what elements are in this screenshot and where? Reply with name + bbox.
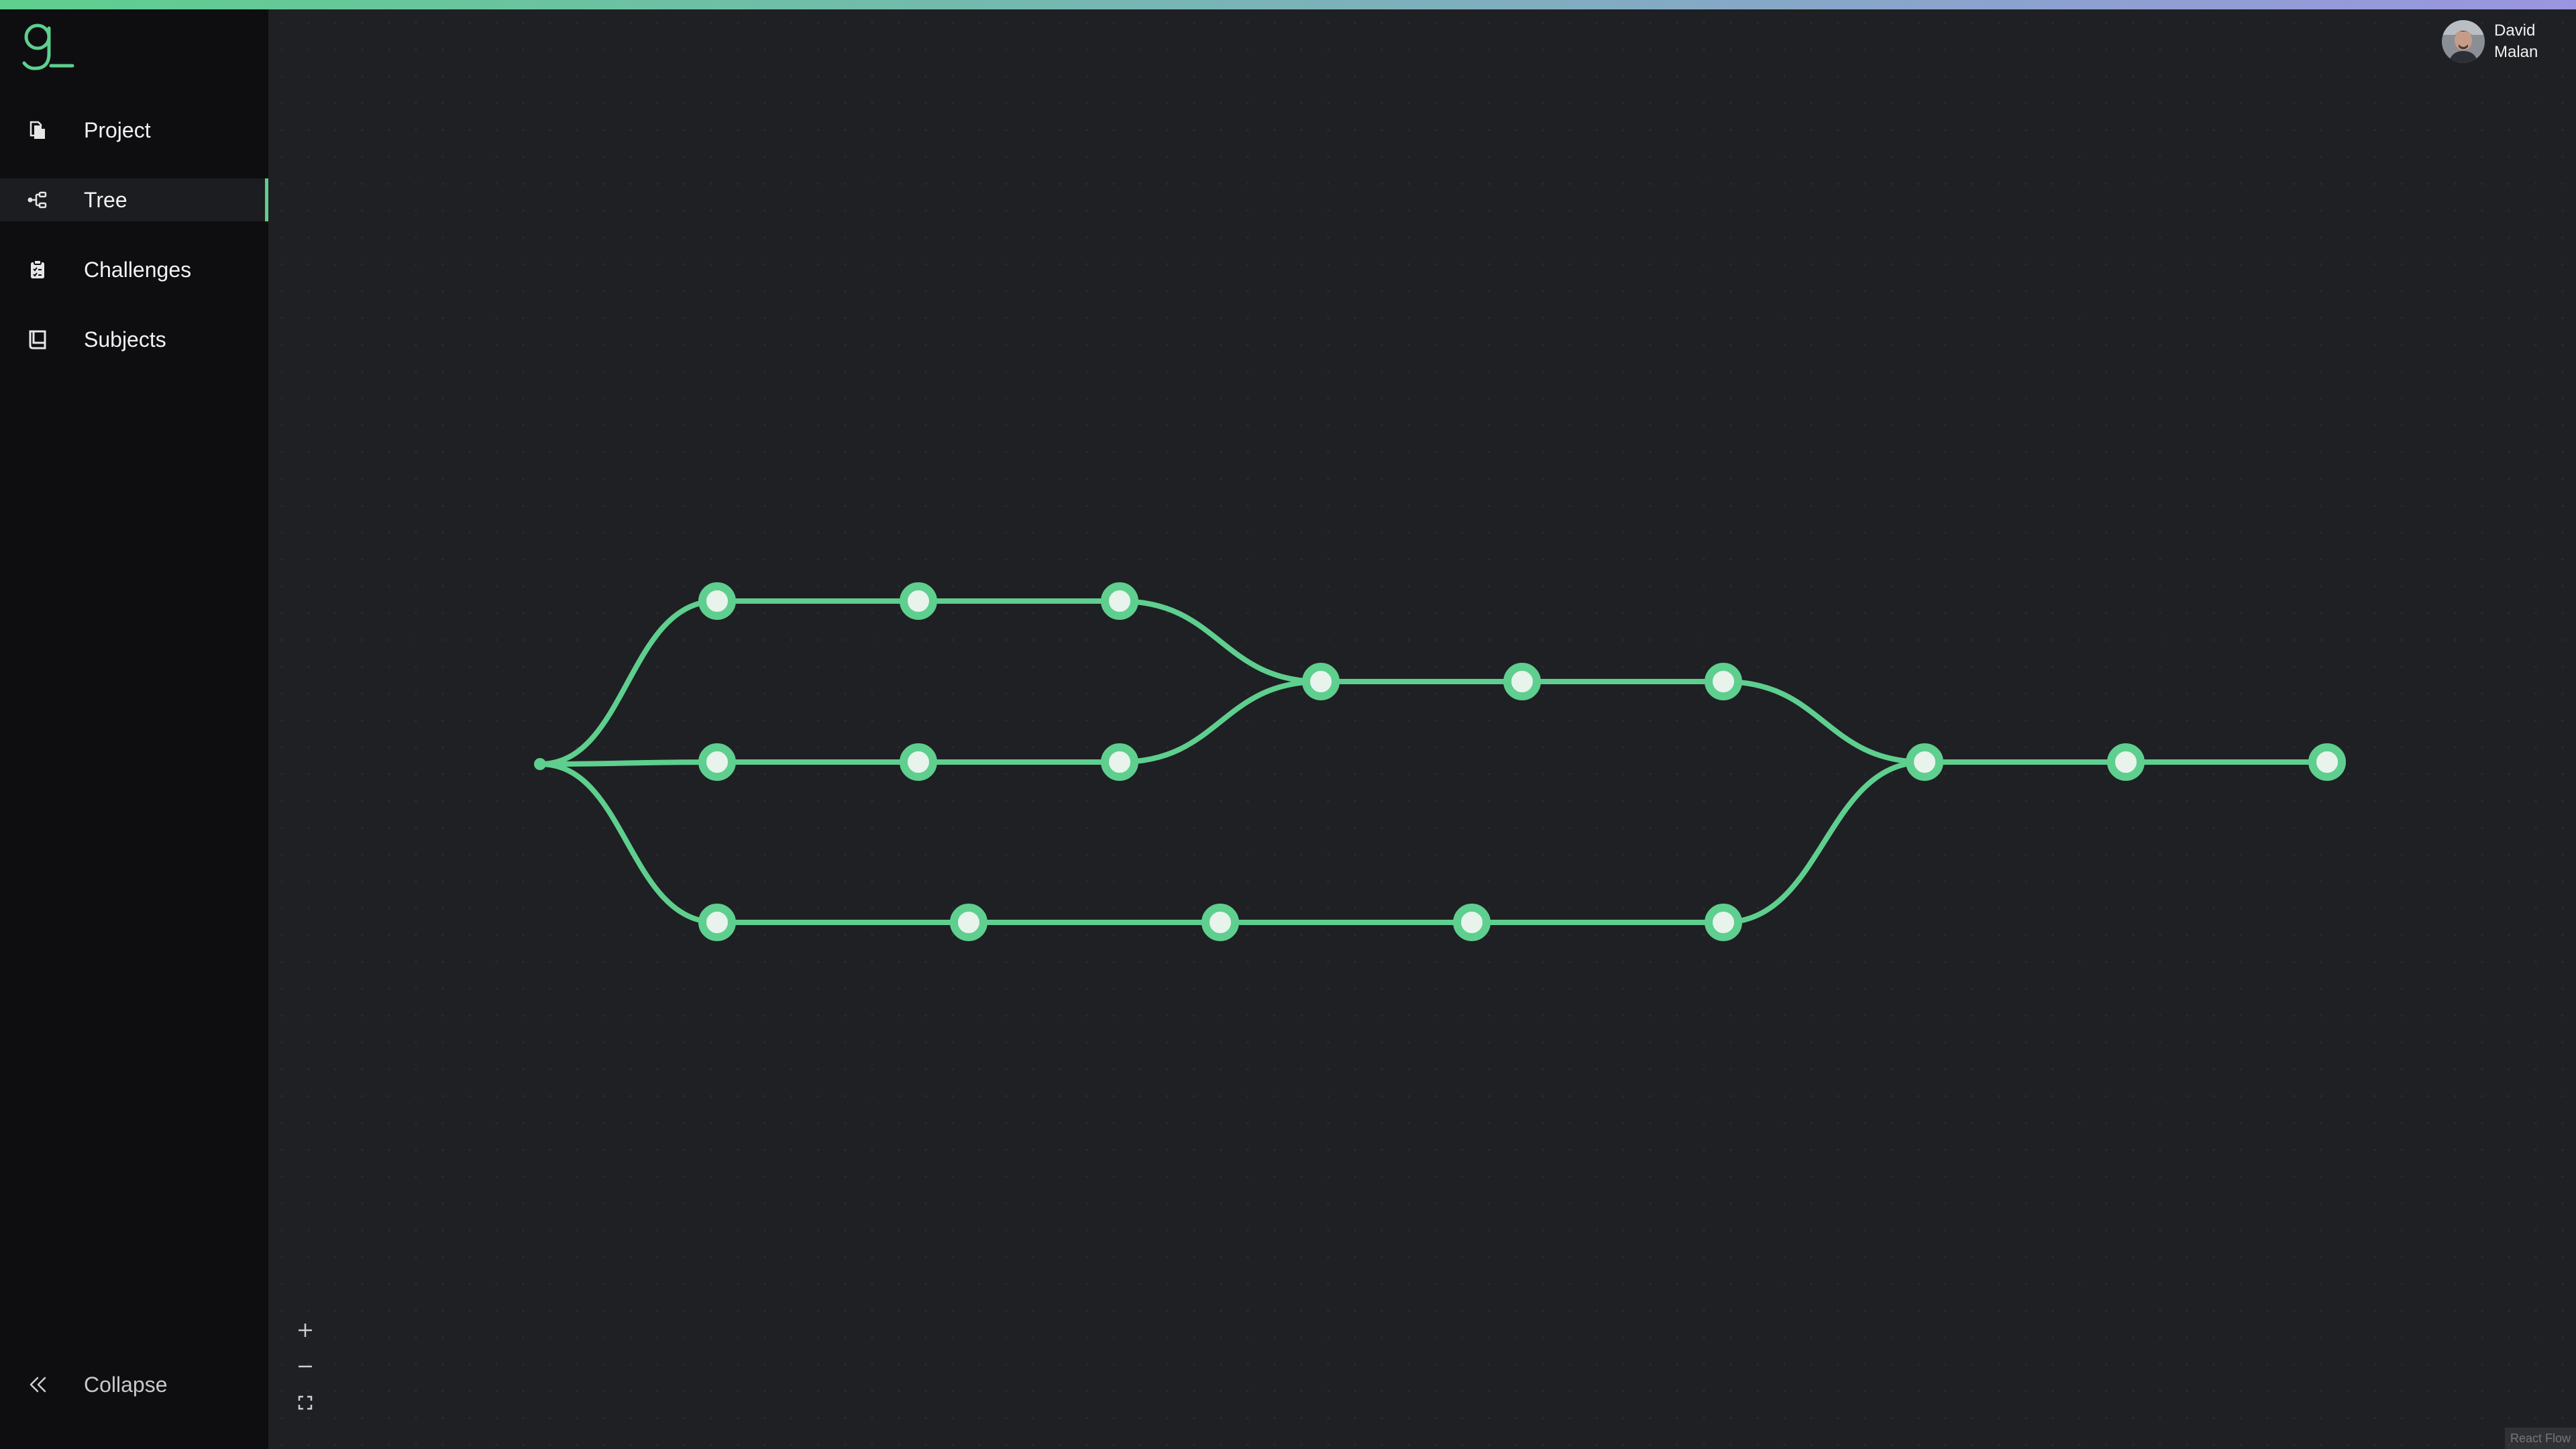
tree-edge [1117, 598, 1324, 684]
tree-node [698, 743, 736, 781]
tree-node [2308, 743, 2346, 781]
tree-edge [1721, 679, 1927, 765]
tree-node [1101, 743, 1138, 781]
sidebar-item-label: Subjects [84, 327, 166, 352]
user-last-name: Malan [2494, 43, 2538, 61]
tree-edge [1117, 679, 1324, 765]
double-chevron-left-icon [30, 1377, 46, 1393]
tree-node [1705, 904, 1742, 941]
fit-view-button[interactable] [288, 1386, 322, 1419]
tree-node [1101, 582, 1138, 620]
tree-node [1705, 663, 1742, 700]
tree-edge [537, 761, 720, 925]
sidebar-item-project[interactable]: Project [0, 109, 268, 152]
sidebar-item-subjects[interactable]: Subjects [0, 318, 268, 361]
tree-node [1906, 743, 1943, 781]
document-stack-icon [30, 121, 45, 139]
tree-graph [534, 582, 2346, 941]
collapse-label: Collapse [84, 1373, 168, 1397]
tree-node [1503, 663, 1541, 700]
tree-node [698, 582, 736, 620]
tree-node [900, 743, 937, 781]
sidebar-item-label: Tree [84, 188, 127, 212]
book-icon [29, 330, 46, 350]
user-first-name: David [2494, 21, 2536, 40]
sidebar-item-tree[interactable]: Tree [0, 178, 268, 221]
zoom-in-button[interactable] [288, 1313, 322, 1347]
tree-root-node [534, 758, 546, 770]
zoom-out-button[interactable] [288, 1350, 322, 1383]
tree-edge [537, 759, 720, 767]
tree-node [1453, 904, 1491, 941]
tree-edge [537, 598, 720, 767]
g-logo-icon[interactable] [19, 19, 79, 79]
plus-icon [299, 1324, 312, 1337]
minus-icon [299, 1365, 312, 1368]
avatar [2442, 20, 2485, 63]
top-gradient-bar [0, 0, 2576, 9]
tree-node [698, 904, 736, 941]
user-name: David Malan [2494, 20, 2561, 63]
tree-node [1302, 663, 1340, 700]
clipboard-icon [31, 260, 44, 278]
tree-node [2107, 743, 2145, 781]
sidebar-item-label: Challenges [84, 258, 192, 282]
sidebar-item-label: Project [84, 118, 151, 142]
fit-view-icon [298, 1395, 313, 1410]
sidebar-item-challenges[interactable]: Challenges [0, 248, 268, 291]
tree-icon [28, 191, 47, 209]
tree-edge [1721, 759, 1927, 925]
tree-canvas[interactable] [268, 9, 2576, 1449]
flow-controls [288, 1313, 322, 1421]
tree-node [1201, 904, 1239, 941]
user-profile[interactable]: David Malan [2442, 20, 2563, 67]
tree-node [950, 904, 987, 941]
react-flow-attribution[interactable]: React Flow [2504, 1428, 2576, 1449]
collapse-button[interactable]: Collapse [0, 1363, 268, 1406]
tree-node [900, 582, 937, 620]
sidebar: Project Tree Challenges [0, 9, 268, 1449]
